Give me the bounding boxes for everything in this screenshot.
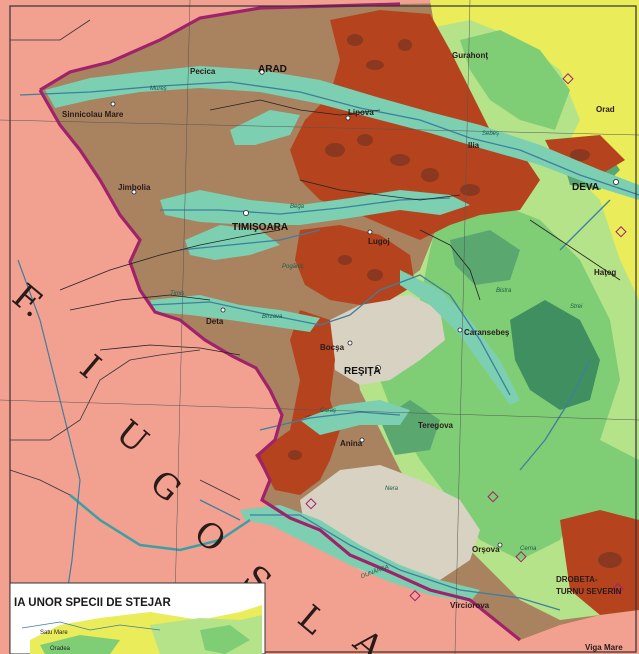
city-label: Bocşa <box>320 343 345 352</box>
oak-red-southwest <box>255 310 340 495</box>
city-label: Teregova <box>418 421 454 430</box>
rivers <box>19 81 639 611</box>
inset-label: Oradea <box>50 646 71 652</box>
river-west <box>17 259 81 641</box>
inset-map: IA UNOR SPECII DE STEJAR Satu Mare Orade… <box>9 582 266 654</box>
river-label: Bistra <box>496 288 512 294</box>
romania-border-south <box>38 89 521 642</box>
city-label: TURNU SEVERIN <box>556 587 622 596</box>
beech-green-north <box>460 30 570 130</box>
city-label: Lugoj <box>368 237 390 246</box>
river-label: Caraş <box>320 408 336 414</box>
inset-title: IA UNOR SPECII DE STEJAR <box>14 597 171 609</box>
city-label: Caransebeş <box>464 328 510 337</box>
city-label: Ilia <box>468 141 480 150</box>
city-label: DROBETA- <box>556 575 598 584</box>
grey-zone-resita <box>330 295 445 385</box>
mountain-dark-green-1 <box>510 300 600 410</box>
danube-river <box>69 494 251 552</box>
mountain-dark-green-2 <box>450 230 520 285</box>
river-label: Cerna <box>520 546 537 552</box>
city-markers <box>110 69 620 548</box>
city-label: Jimbolia <box>118 183 151 192</box>
city-label: ARAD <box>258 64 287 75</box>
river-labels: Mureş Bega Timiş Bîrzava Caraş Nera Cern… <box>150 86 583 580</box>
city-label: Pecica <box>190 67 216 76</box>
river-label: Strei <box>570 304 583 310</box>
river-label: Nera <box>385 486 399 492</box>
floodplain-zones <box>45 66 639 602</box>
city-label: Lipova <box>348 108 374 117</box>
city-label: Vîrciorova <box>450 601 490 610</box>
city-label: Haţeg <box>594 268 616 277</box>
city-label: REŞIŢA <box>344 366 381 377</box>
city-label: DEVA <box>572 182 599 193</box>
oak-red-lugoj <box>295 225 415 305</box>
city-label: Sinnicolau Mare <box>62 110 124 119</box>
map-border <box>9 5 637 653</box>
city-label: Deta <box>206 317 224 326</box>
yugoslavia-internal-lines <box>9 19 241 501</box>
county-boundaries <box>59 99 621 356</box>
river-label: Pogăniş <box>282 264 304 270</box>
city-label: Gurahonţ <box>452 51 488 60</box>
river-label: Sebeş <box>482 131 499 137</box>
city-label: Orşova <box>472 545 500 554</box>
river-label: Bega <box>290 204 305 210</box>
inset-label: Satu Mare <box>40 630 68 636</box>
city-labels: ARAD Pecica Sinnicolau Mare Lipova Jimbo… <box>62 51 623 652</box>
river-label: Timiş <box>170 291 184 297</box>
city-label: TIMIŞOARA <box>232 222 288 233</box>
city-label: Orad <box>596 105 615 114</box>
city-label: Viga Mare <box>585 643 623 652</box>
city-label: Anina <box>340 439 363 448</box>
landmark-symbols <box>305 73 627 602</box>
river-label: Bîrzava <box>262 314 283 320</box>
river-label: Mureş <box>150 86 167 92</box>
